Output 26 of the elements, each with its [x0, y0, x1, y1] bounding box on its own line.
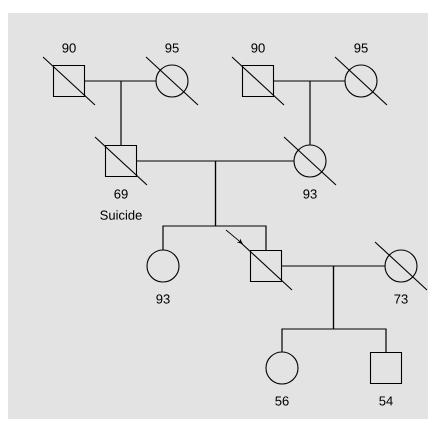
note-label: Suicide — [100, 210, 142, 220]
age-label: 56 — [275, 396, 289, 406]
age-label: 73 — [394, 294, 408, 304]
male-square — [94, 136, 148, 186]
age-label: 90 — [251, 43, 265, 53]
descent-line — [120, 80, 156, 145]
age-label: 54 — [379, 396, 393, 406]
descent-line — [309, 80, 344, 144]
age-label: 95 — [354, 43, 368, 53]
age-label: 93 — [303, 189, 317, 199]
age-label: 69 — [114, 189, 128, 199]
female-circle — [284, 136, 336, 186]
female-circle — [146, 56, 198, 106]
age-label: 93 — [156, 294, 170, 304]
descent-line — [332, 265, 387, 352]
male-square — [42, 56, 96, 106]
age-label: 95 — [165, 43, 179, 53]
female-circle — [334, 56, 388, 106]
female-circle — [265, 351, 299, 385]
male-square — [240, 242, 292, 290]
male-square — [232, 56, 284, 106]
female-circle — [146, 249, 180, 283]
male-square — [370, 352, 402, 384]
age-label: 90 — [62, 43, 76, 53]
descent-line — [214, 160, 294, 250]
female-circle — [374, 242, 428, 290]
